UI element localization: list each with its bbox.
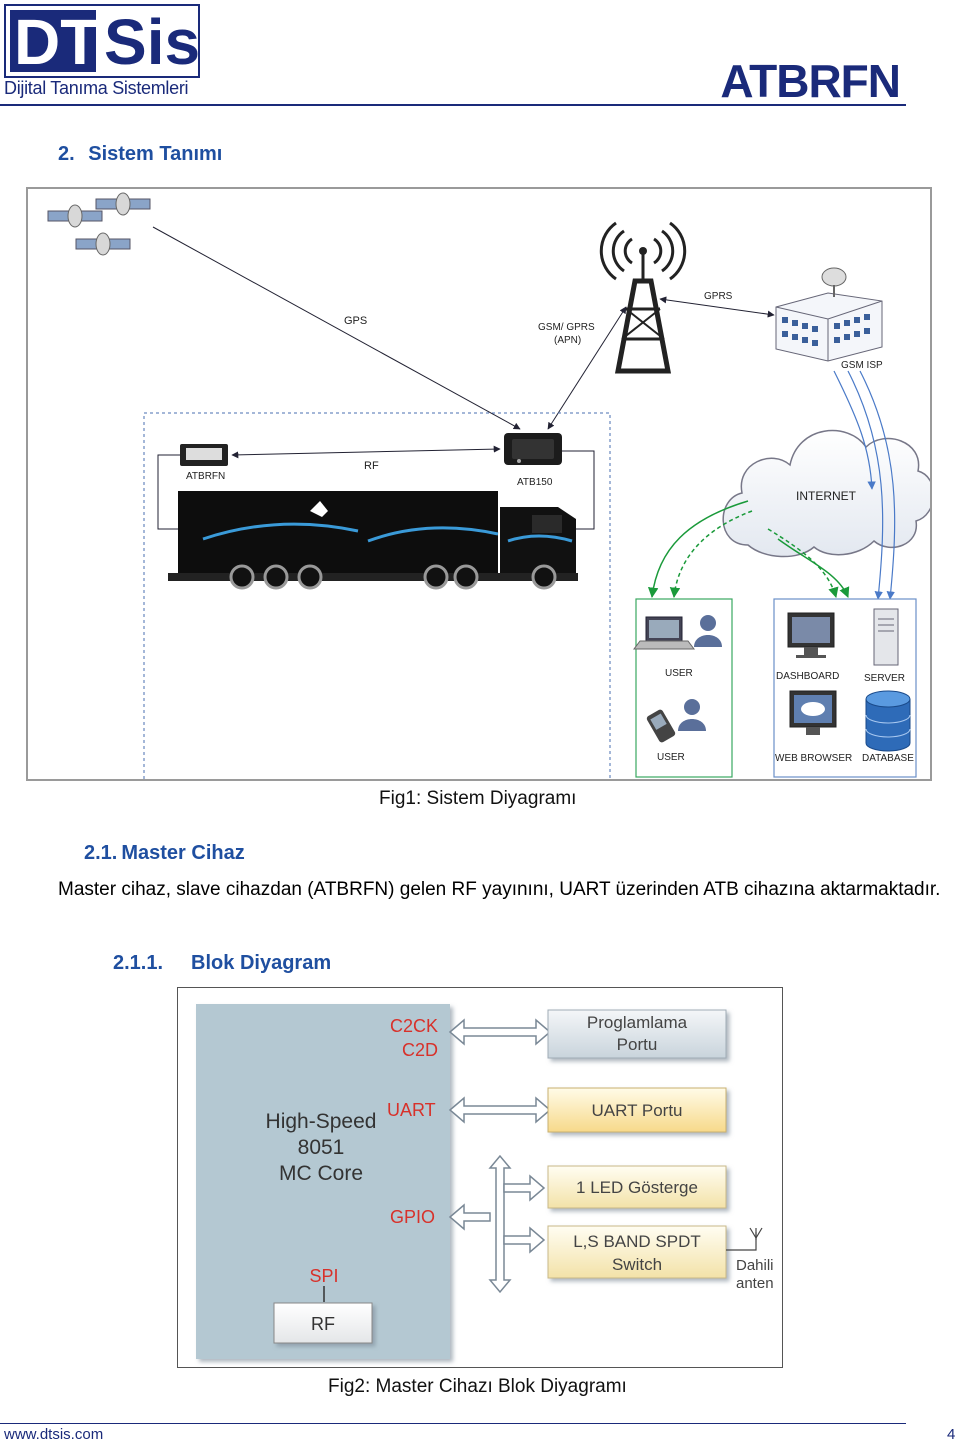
programming-port-arrow bbox=[448, 1018, 552, 1046]
figure1-caption: Fig1: Sistem Diyagramı bbox=[379, 788, 577, 809]
rf-link bbox=[231, 445, 501, 459]
spdt-switch-line-2: Switch bbox=[612, 1255, 662, 1274]
dashboard-monitor-icon bbox=[787, 612, 835, 658]
web-browser-label: WEB BROWSER bbox=[775, 753, 852, 764]
antenna-line-1: Dahili bbox=[736, 1257, 774, 1274]
paragraph-text: Master cihaz, slave cihazdan (ATBRFN) ge… bbox=[58, 879, 941, 900]
gsm-isp-label: GSM ISP bbox=[841, 360, 883, 371]
gps-label: GPS bbox=[344, 315, 367, 327]
gsm-link bbox=[547, 306, 627, 430]
apn-label: (APN) bbox=[554, 335, 581, 346]
laptop-icon bbox=[633, 616, 695, 650]
user-avatar-icon bbox=[694, 615, 722, 647]
gpio-pin-label: GPIO bbox=[390, 1207, 435, 1227]
uart-port-arrow bbox=[448, 1096, 552, 1124]
user-avatar-icon bbox=[678, 699, 706, 731]
logo-dt-text: DT bbox=[14, 6, 99, 78]
server-label: SERVER bbox=[864, 673, 905, 684]
gprs-link bbox=[659, 296, 775, 318]
mobile-phone-icon bbox=[646, 709, 676, 743]
page-number: 4 bbox=[947, 1426, 956, 1443]
programming-port-line-1: Proglamlama bbox=[587, 1013, 688, 1032]
subsection-heading: 2.1.Master Cihaz bbox=[84, 842, 245, 865]
c2ck-pin-label: C2CK bbox=[390, 1016, 438, 1036]
core-line-2: 8051 bbox=[298, 1136, 345, 1159]
isp-internet-link bbox=[833, 370, 876, 490]
atb150-device-icon bbox=[504, 433, 562, 465]
gps-link bbox=[152, 226, 521, 430]
section-heading: 2. Sistem Tanımı bbox=[58, 143, 222, 166]
system-diagram-canvas: GPS GSM/ GPRS (APN) GPRS GSM I bbox=[47, 192, 935, 794]
rf-module-label: RF bbox=[311, 1314, 335, 1334]
antenna-line-2: anten bbox=[736, 1275, 774, 1292]
c2d-pin-label: C2D bbox=[402, 1040, 438, 1060]
web-browser-icon bbox=[789, 690, 837, 735]
dashboard-label: DASHBOARD bbox=[776, 671, 839, 682]
vehicle-boundary bbox=[143, 412, 611, 794]
satellites-icon bbox=[47, 192, 151, 256]
subsection-number: 2.1. bbox=[84, 842, 118, 864]
block-diagram: High-Speed 8051 MC Core C2CK C2D UART GP… bbox=[177, 987, 783, 1368]
spdt-switch-line-1: L,S BAND SPDT bbox=[573, 1232, 701, 1251]
isp-server-link-b bbox=[859, 370, 896, 600]
database-label: DATABASE bbox=[862, 753, 914, 764]
company-logo: DT Sis bbox=[4, 4, 200, 78]
server-icon bbox=[873, 608, 899, 666]
uart-port-block bbox=[547, 1087, 727, 1133]
gprs-label: GPRS bbox=[704, 291, 733, 302]
logo-sis-text: Sis bbox=[104, 6, 200, 78]
spdt-arrow bbox=[503, 1226, 546, 1254]
rf-module-block bbox=[273, 1302, 373, 1344]
isp-building-icon bbox=[775, 267, 883, 362]
led-indicator-label: 1 LED Gösterge bbox=[576, 1178, 698, 1197]
programming-port-line-2: Portu bbox=[617, 1035, 658, 1054]
led-arrow bbox=[503, 1174, 546, 1202]
internet-user-link-2 bbox=[669, 510, 753, 599]
mcu-block bbox=[196, 1004, 450, 1359]
user-label-1: USER bbox=[665, 668, 693, 679]
figure2-caption: Fig2: Master Cihazı Blok Diyagramı bbox=[328, 1376, 627, 1397]
gpio-arrow bbox=[448, 1203, 491, 1231]
antenna-icon bbox=[726, 1227, 763, 1251]
programming-port-block bbox=[547, 1009, 727, 1059]
internet-services-link bbox=[777, 538, 850, 598]
internet-cloud-icon bbox=[722, 429, 935, 558]
section-title: Sistem Tanımı bbox=[88, 143, 223, 165]
document-title: ATBRFN bbox=[720, 55, 901, 107]
subsubsection-title: Blok Diyagram bbox=[191, 952, 332, 974]
footer-website-link[interactable]: www.dtsis.com bbox=[4, 1426, 104, 1443]
core-line-1: High-Speed bbox=[266, 1110, 377, 1133]
atbrfn-connector bbox=[157, 454, 180, 530]
led-indicator-block bbox=[547, 1165, 727, 1209]
atbrfn-label: ATBRFN bbox=[186, 471, 225, 482]
rf-label: RF bbox=[364, 460, 379, 472]
database-icon bbox=[865, 690, 911, 752]
footer-divider bbox=[0, 1423, 906, 1424]
logo-tagline: Dijital Tanıma Sistemleri bbox=[4, 78, 189, 98]
subsection-paragraph: Master cihaz, slave cihazdan (ATBRFN) ge… bbox=[4, 876, 957, 903]
subsubsection-number: 2.1.1. bbox=[113, 952, 164, 974]
user-label-2: USER bbox=[657, 752, 685, 763]
spi-pin-label: SPI bbox=[309, 1266, 338, 1286]
subsubsection-heading: 2.1.1. Blok Diyagram bbox=[113, 952, 331, 975]
core-line-3: MC Core bbox=[279, 1162, 363, 1185]
header-divider bbox=[0, 104, 906, 106]
atbrfn-device-icon bbox=[180, 444, 228, 466]
uart-port-label: UART Portu bbox=[591, 1101, 682, 1120]
cell-tower-icon bbox=[599, 221, 687, 374]
truck-icon bbox=[168, 491, 578, 590]
gsm-gprs-label: GSM/ GPRS bbox=[538, 322, 595, 333]
block-diagram-canvas: High-Speed 8051 MC Core C2CK C2D UART GP… bbox=[196, 1004, 774, 1359]
isp-server-link-a bbox=[847, 370, 884, 600]
internet-label: INTERNET bbox=[796, 489, 857, 503]
uart-pin-label: UART bbox=[387, 1100, 436, 1120]
section-number: 2. bbox=[58, 143, 75, 165]
internet-user-link bbox=[647, 500, 749, 599]
spdt-switch-block bbox=[547, 1225, 727, 1279]
system-diagram: GPS GSM/ GPRS (APN) GPRS GSM I bbox=[26, 187, 935, 794]
subsection-title: Master Cihaz bbox=[121, 842, 245, 864]
gpio-bus-arrow bbox=[488, 1154, 512, 1294]
atb150-label: ATB150 bbox=[517, 477, 553, 488]
atb150-connector bbox=[562, 450, 595, 530]
